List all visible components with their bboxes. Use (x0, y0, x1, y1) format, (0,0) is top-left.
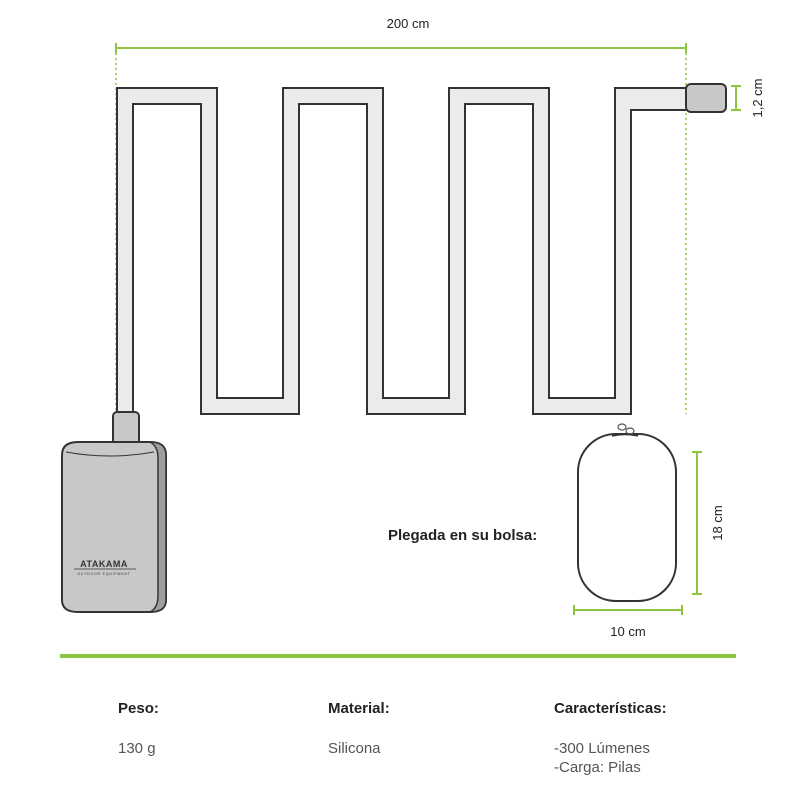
spec-material-value: Silicona (328, 740, 381, 757)
connector (112, 411, 140, 447)
spec-material: Material: Silicona (328, 700, 390, 758)
bag-width-label: 10 cm (610, 624, 645, 639)
spec-features: Características: -300 Lúmenes -Carga: Pi… (554, 700, 667, 777)
spec-features-label: Características: (554, 700, 667, 717)
bag-width-dimension: 10 cm (573, 605, 683, 639)
spec-weight-value: 130 g (118, 740, 156, 757)
folded-bag-label: Plegada en su bolsa: (388, 527, 538, 544)
bag-height-dimension: 18 cm (692, 451, 725, 595)
brand-logo: ATAKAMA (80, 559, 128, 569)
spec-weight-label: Peso: (118, 700, 159, 717)
folded-bag (577, 423, 677, 602)
thickness-label: 1,2 cm (750, 78, 765, 117)
spec-feature-lumens: -300 Lúmenes (554, 740, 650, 757)
bag-height-label: 18 cm (710, 505, 725, 540)
spec-material-label: Material: (328, 700, 390, 717)
carabiner-icon (617, 423, 635, 435)
length-label: 200 cm (387, 16, 430, 31)
battery-pack: ATAKAMA OUTDOOR EQUIPMENT (61, 411, 167, 613)
section-divider (60, 654, 736, 658)
brand-tagline: OUTDOOR EQUIPMENT (77, 572, 130, 576)
spec-feature-charge: -Carga: Pilas (554, 759, 641, 776)
spec-weight: Peso: 130 g (118, 700, 159, 758)
thickness-dimension: 1,2 cm (731, 78, 765, 118)
led-strip (116, 83, 727, 415)
end-cap (685, 83, 727, 113)
